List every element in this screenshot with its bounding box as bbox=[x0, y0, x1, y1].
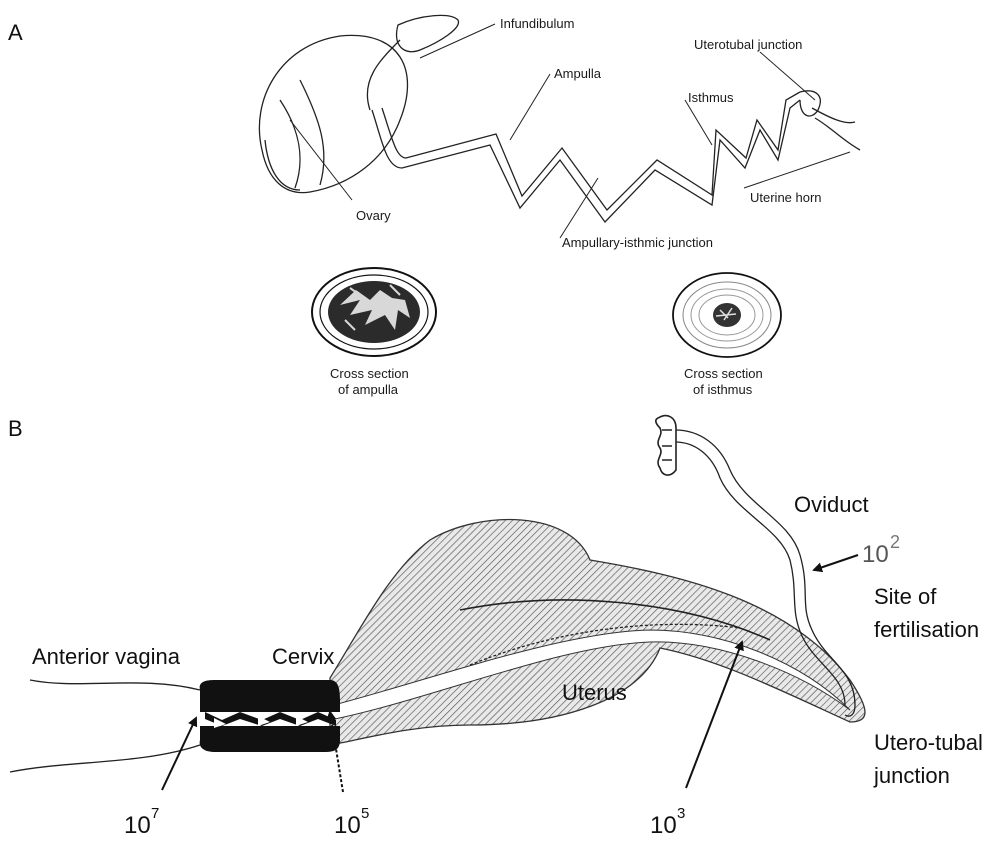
count-10-3-exp: 3 bbox=[677, 805, 685, 822]
label-uterine-horn: Uterine horn bbox=[750, 190, 822, 205]
panel-a-letter: A bbox=[8, 20, 23, 45]
label-uterus: Uterus bbox=[562, 680, 627, 705]
uterus-shape bbox=[330, 520, 865, 745]
label-cervix: Cervix bbox=[272, 644, 334, 669]
arrow-10-3 bbox=[686, 642, 742, 788]
cross-section-isthmus-line1: Cross section bbox=[684, 366, 763, 381]
label-ampulla: Ampulla bbox=[554, 66, 602, 81]
count-10-3-base: 10 bbox=[650, 812, 677, 839]
count-10-2-exp: 2 bbox=[890, 532, 900, 552]
label-isthmus: Isthmus bbox=[688, 90, 734, 105]
panel-b-letter: B bbox=[8, 416, 23, 441]
panel-a: A bbox=[8, 15, 860, 397]
arrow-10-2 bbox=[814, 555, 858, 570]
count-10-2: 10 2 bbox=[862, 532, 900, 568]
count-10-5: 10 5 bbox=[334, 805, 369, 839]
infundibulum-shape bbox=[367, 15, 458, 110]
count-10-3: 10 3 bbox=[650, 805, 685, 839]
cross-section-isthmus-line2: of isthmus bbox=[693, 382, 753, 397]
label-site-of-fertilisation-2: fertilisation bbox=[874, 617, 979, 642]
cross-section-isthmus bbox=[673, 273, 781, 357]
label-site-of-fertilisation-1: Site of bbox=[874, 584, 937, 609]
anterior-vagina-walls bbox=[10, 680, 200, 772]
count-10-5-base: 10 bbox=[334, 812, 361, 839]
count-10-7-base: 10 bbox=[124, 812, 151, 839]
label-oviduct: Oviduct bbox=[794, 492, 869, 517]
panel-a-leaders bbox=[290, 24, 850, 238]
count-10-7-exp: 7 bbox=[151, 805, 159, 822]
label-uterotubal-junction: Uterotubal junction bbox=[694, 37, 802, 52]
panel-b: B bbox=[8, 416, 983, 839]
cross-section-ampulla bbox=[312, 268, 436, 356]
count-10-7: 10 7 bbox=[124, 805, 159, 839]
count-10-5-exp: 5 bbox=[361, 805, 369, 822]
cervix-shape bbox=[200, 680, 340, 752]
label-anterior-vagina: Anterior vagina bbox=[32, 644, 181, 669]
label-utero-tubal-2: junction bbox=[873, 763, 950, 788]
cross-section-ampulla-line1: Cross section bbox=[330, 366, 409, 381]
label-ovary: Ovary bbox=[356, 208, 391, 223]
count-10-2-base: 10 bbox=[862, 541, 889, 568]
label-ampullary-isthmic-junction: Ampullary-isthmic junction bbox=[562, 235, 713, 250]
label-infundibulum: Infundibulum bbox=[500, 16, 574, 31]
label-utero-tubal-1: Utero-tubal bbox=[874, 730, 983, 755]
cross-section-ampulla-line2: of ampulla bbox=[338, 382, 399, 397]
ovary-shape bbox=[259, 35, 407, 192]
